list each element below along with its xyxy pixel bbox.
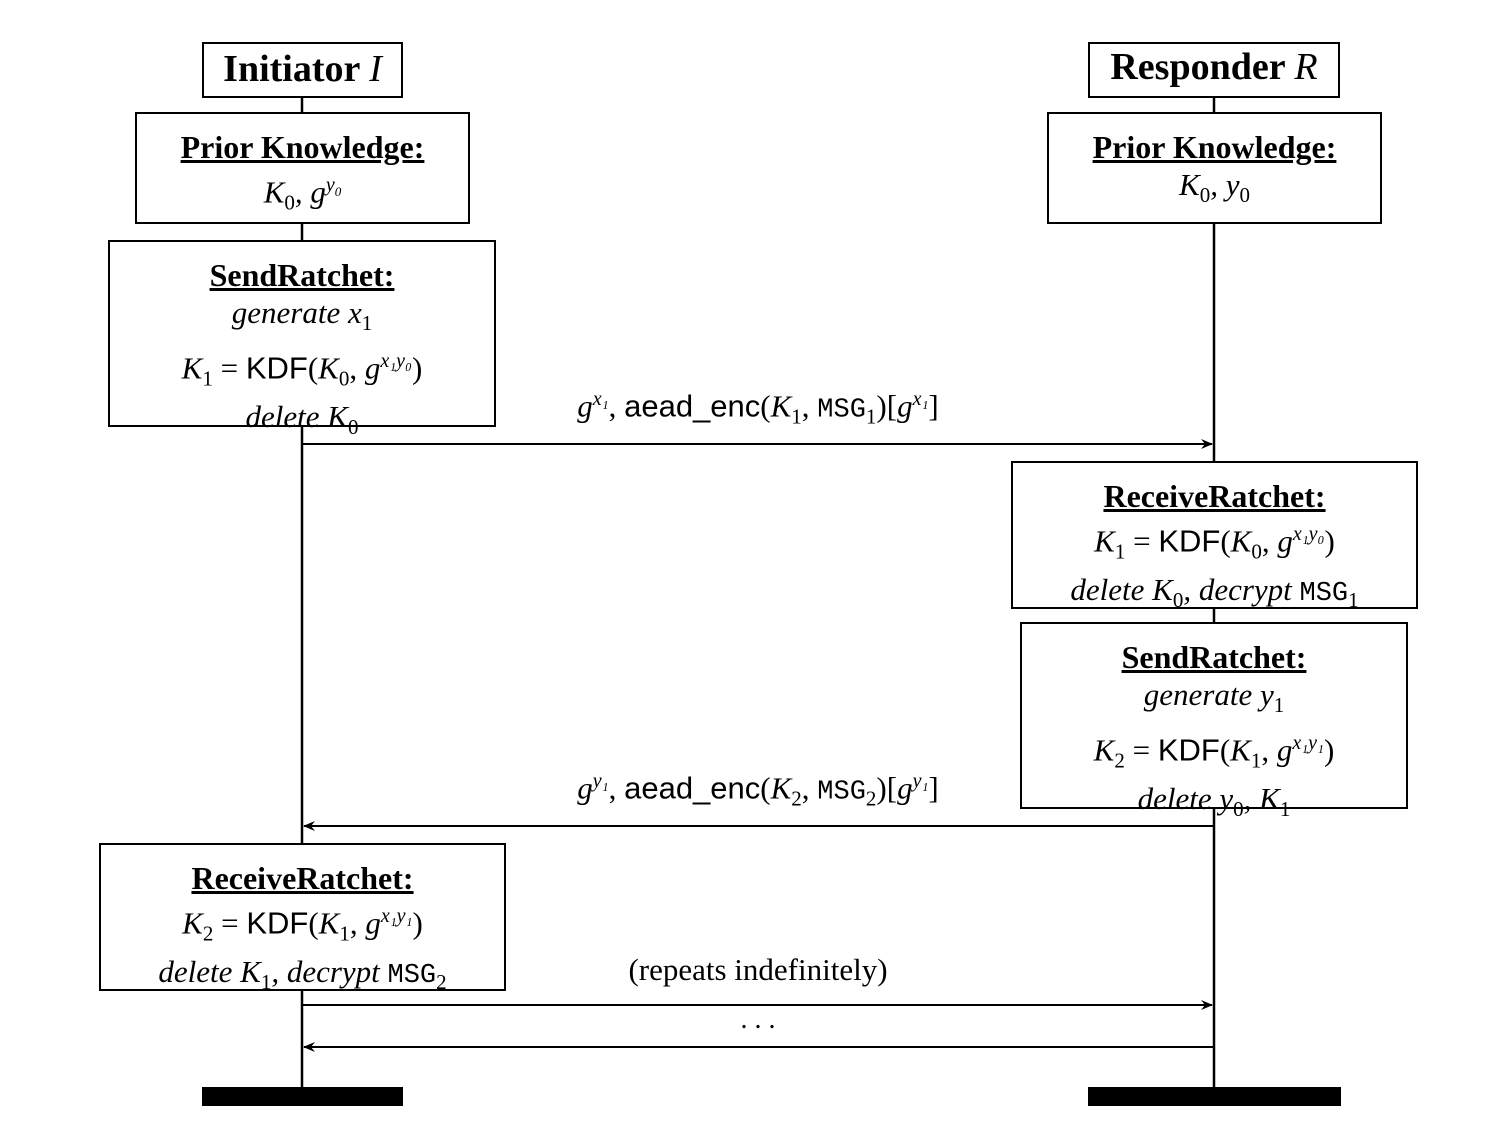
responder-prior-heading: Prior Knowledge: [1092, 129, 1337, 165]
responder-symbol: R [1294, 46, 1318, 88]
responder-receive-kdf: K1 = KDF(K0, gx₁y₀) [1094, 523, 1335, 564]
repeat-label: (repeats indefinitely) [628, 952, 888, 987]
initiator-send-kdf: K1 = KDF(K0, gx₁y₀) [181, 350, 423, 391]
initiator-actor-box: Initiator I [202, 42, 403, 98]
initiator-label: Initiator [223, 48, 360, 90]
initiator-send-heading: SendRatchet: [209, 257, 395, 293]
initiator-prior-values: K0, gy0 [263, 174, 342, 215]
responder-send-generate: generate y1 [1143, 677, 1285, 718]
responder-send-kdf: K2 = KDF(K1, gx₁y₁) [1093, 732, 1335, 773]
responder-send-delete: delete y0, K1 [1137, 780, 1291, 821]
responder-lifeline-end [1088, 1087, 1341, 1106]
initiator-symbol: I [369, 48, 382, 90]
initiator-prior-knowledge-box: Prior Knowledge: K0, gy0 [135, 112, 470, 224]
initiator-receive-ratchet-box: ReceiveRatchet: K2 = KDF(K1, gx₁y₁) dele… [99, 843, 506, 994]
initiator-prior-heading: Prior Knowledge: [180, 129, 425, 165]
responder-label: Responder [1110, 46, 1285, 88]
initiator-receive-delete-decrypt: delete K1, decrypt MSG2 [158, 953, 447, 994]
responder-prior-values: K0, y0 [1179, 167, 1250, 208]
message1-label: gx₁, aead_enc(K1, MSG1)[gx₁] [577, 388, 939, 429]
responder-send-ratchet-box: SendRatchet: generate y1 K2 = KDF(K1, gx… [1020, 622, 1408, 821]
responder-prior-knowledge-box: Prior Knowledge: K0, y0 [1047, 112, 1382, 224]
initiator-send-delete: delete K0 [245, 398, 359, 439]
initiator-receive-kdf: K2 = KDF(K1, gx₁y₁) [182, 905, 423, 946]
ellipsis-label: . . . [740, 1004, 776, 1035]
initiator-send-generate: generate x1 [231, 295, 373, 336]
message2-label: gy₁, aead_enc(K2, MSG2)[gy₁] [577, 770, 939, 811]
initiator-receive-heading: ReceiveRatchet: [191, 860, 414, 896]
responder-receive-ratchet-box: ReceiveRatchet: K1 = KDF(K0, gx₁y₀) dele… [1011, 461, 1418, 612]
responder-receive-heading: ReceiveRatchet: [1103, 478, 1326, 514]
responder-receive-delete-decrypt: delete K0, decrypt MSG1 [1070, 571, 1359, 612]
responder-actor-box: Responder R [1088, 42, 1340, 98]
initiator-send-ratchet-box: SendRatchet: generate x1 K1 = KDF(K0, gx… [108, 240, 496, 439]
initiator-lifeline-end [202, 1087, 403, 1106]
responder-send-heading: SendRatchet: [1121, 639, 1307, 675]
